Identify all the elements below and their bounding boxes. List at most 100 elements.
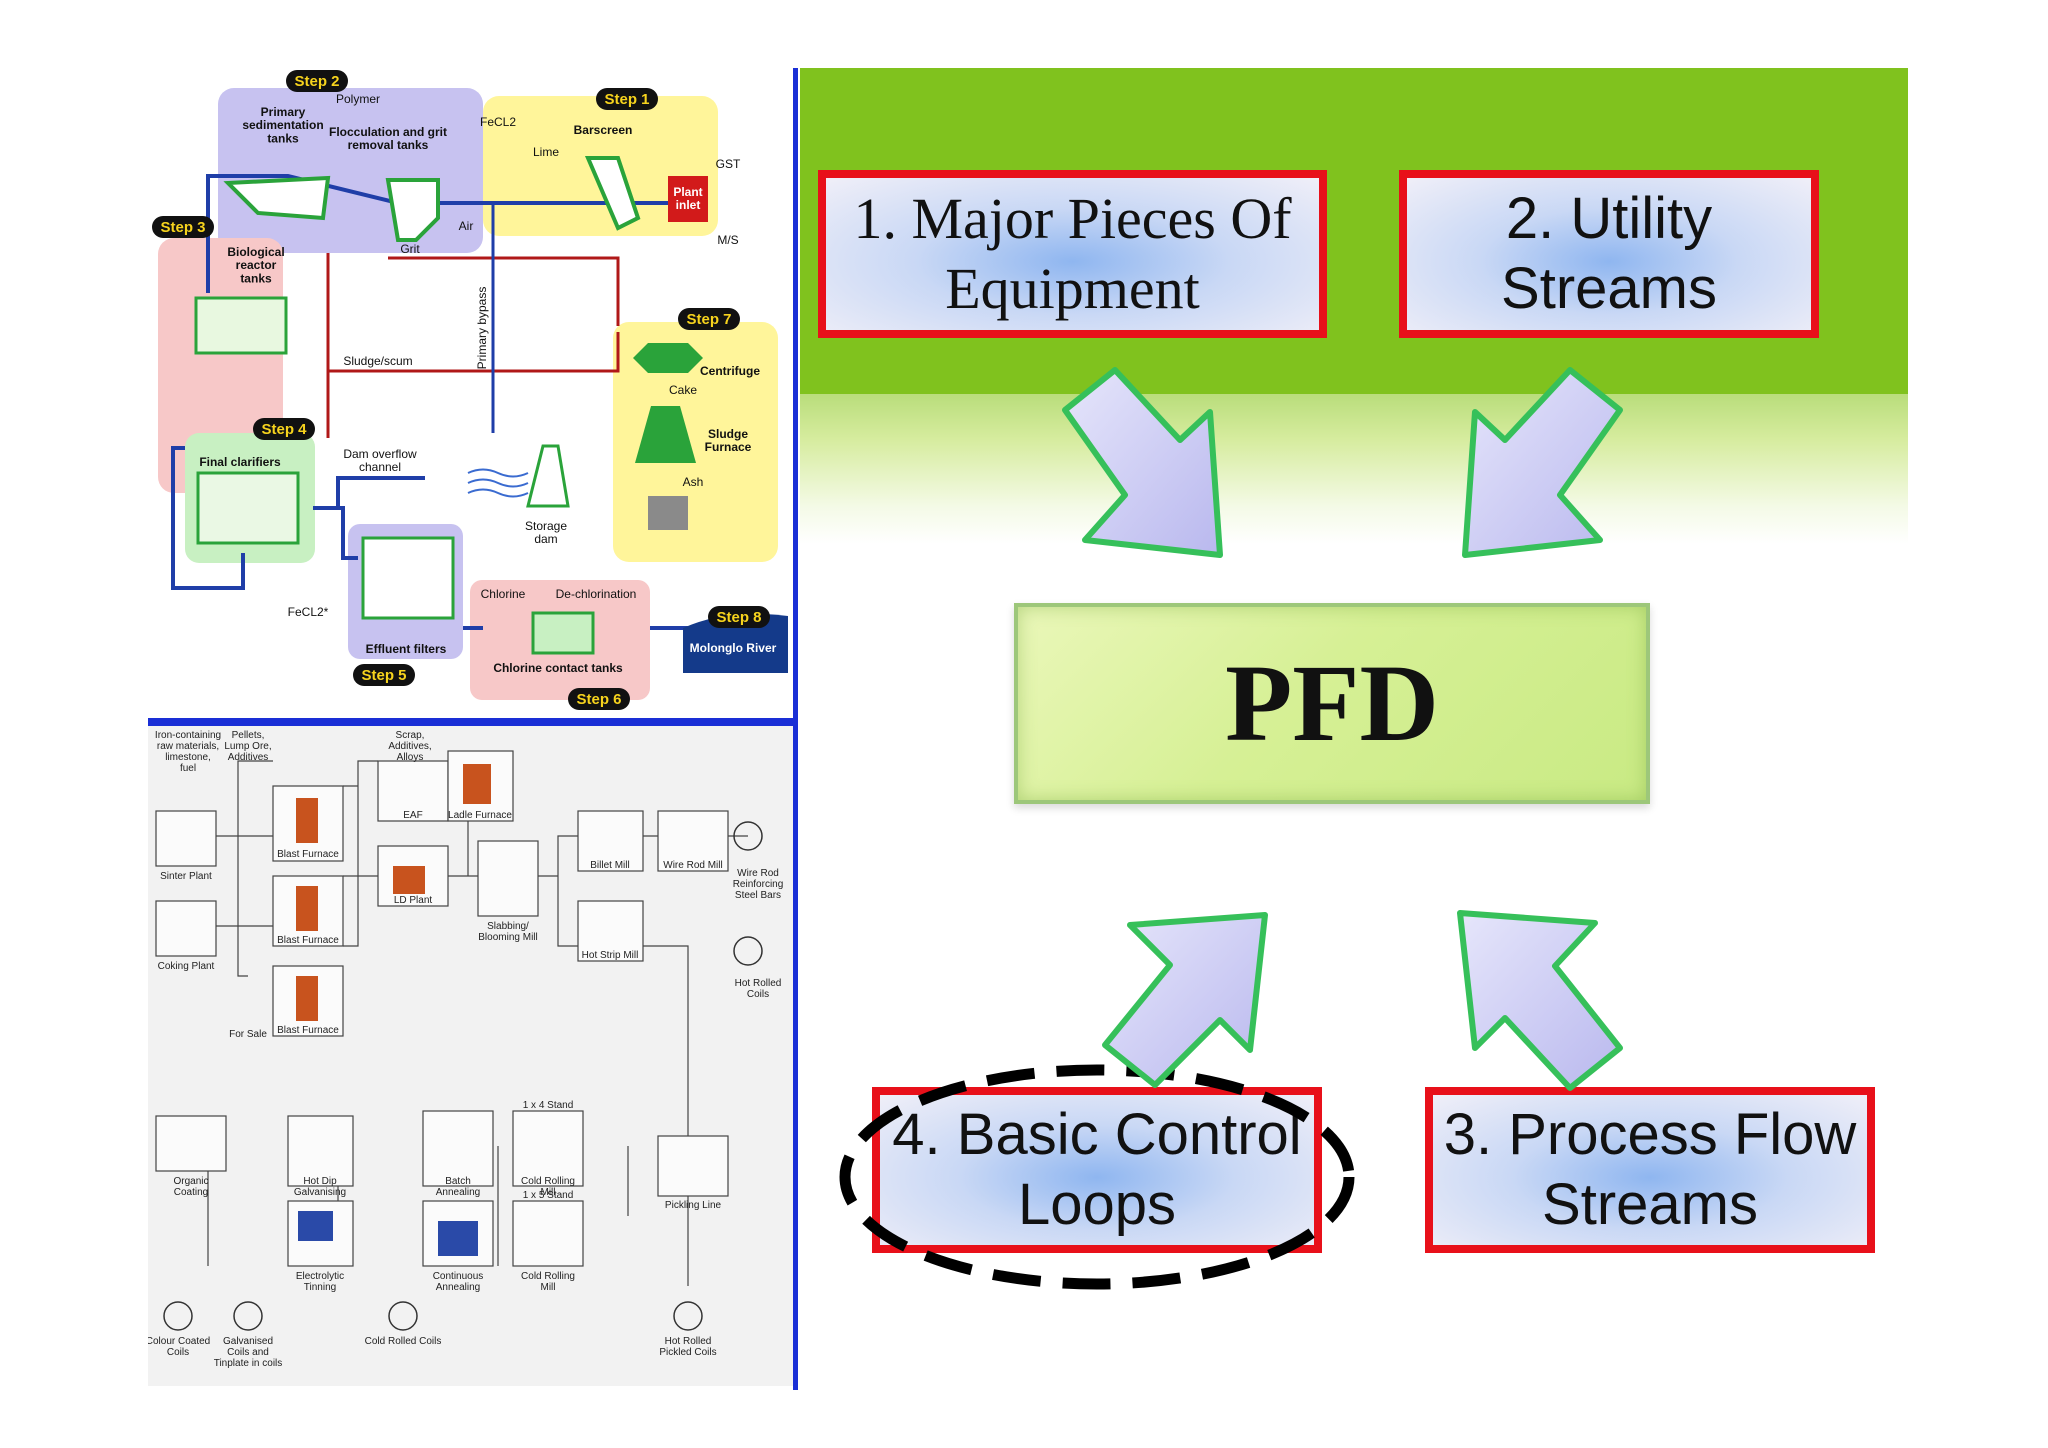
steel-label-blast2: Blast Furnace bbox=[277, 935, 339, 946]
dam-shape bbox=[526, 444, 570, 508]
overflow-pipe bbox=[336, 476, 425, 508]
left-diagram-panel: Step 2 Step 1 Step 3 Step 4 Step 5 Step … bbox=[148, 68, 798, 1390]
label-effluent-filters: Effluent filters bbox=[366, 642, 447, 656]
steel-label-pickling: Pickling Line bbox=[665, 1200, 722, 1211]
label-cake: Cake bbox=[669, 383, 697, 397]
steel-label-for-sale: For Sale bbox=[229, 1029, 267, 1040]
equipment-box: 1. Major Pieces Of Equipment bbox=[818, 170, 1327, 338]
green-fade-band bbox=[800, 394, 1908, 544]
grit-line bbox=[388, 256, 620, 326]
label-final-clarifiers: Final clarifiers bbox=[199, 455, 281, 469]
label-chlorine: Chlorine bbox=[481, 587, 526, 601]
label-ash: Ash bbox=[683, 475, 704, 489]
steel-label-hot-strip: Hot Strip Mill bbox=[582, 950, 639, 961]
steel-label-wire-rod: Wire Rod Mill bbox=[663, 860, 722, 871]
label-grit: Grit bbox=[400, 242, 420, 256]
arrow-equipment-to-pfd bbox=[1062, 367, 1223, 558]
water-waves bbox=[467, 468, 529, 498]
steel-label-blast3: Blast Furnace bbox=[277, 1025, 339, 1036]
river-shape bbox=[683, 613, 788, 673]
return-pipe bbox=[171, 446, 245, 590]
step7-badge: Step 7 bbox=[686, 311, 731, 328]
label-sludge-scum: Sludge/scum bbox=[343, 354, 412, 368]
steel-coil-icons bbox=[163, 821, 763, 1331]
steel-label-cold-coils: Cold Rolled Coils bbox=[365, 1336, 442, 1347]
pfd-box: PFD bbox=[1014, 603, 1650, 804]
step3-badge: Step 3 bbox=[160, 219, 205, 236]
label-fecl2-star: FeCL2* bbox=[288, 605, 329, 619]
arrow-process-to-pfd bbox=[1457, 910, 1623, 1091]
contact-tank-shape bbox=[531, 611, 595, 655]
step4-badge: Step 4 bbox=[261, 421, 307, 438]
steel-label-pellets: Pellets,Lump Ore,Additives bbox=[224, 730, 271, 763]
label-primary-bypass: Primary bypass bbox=[475, 287, 489, 370]
steel-line-icons bbox=[298, 1211, 478, 1256]
label-air: Air bbox=[459, 219, 474, 233]
step8-badge: Step 8 bbox=[716, 609, 761, 626]
steel-label-ld: LD Plant bbox=[394, 895, 433, 906]
control-loops-box: 4. Basic Control Loops bbox=[872, 1087, 1322, 1253]
control-loops-label: 4. Basic Control Loops bbox=[892, 1102, 1302, 1237]
steel-label-sinter: Sinter Plant bbox=[160, 871, 212, 882]
step6-badge: Step 6 bbox=[576, 691, 621, 708]
steel-label-blast1: Blast Furnace bbox=[277, 849, 339, 860]
effluent-filter-shape bbox=[361, 536, 455, 620]
barscreen-shape bbox=[584, 156, 641, 231]
label-river: Molonglo River bbox=[690, 641, 777, 655]
label-centrifuge: Centrifuge bbox=[700, 364, 760, 378]
wastewater-diagram: Step 2 Step 1 Step 3 Step 4 Step 5 Step … bbox=[152, 70, 788, 710]
steel-label-billet: Billet Mill bbox=[590, 860, 629, 871]
step1-badge: Step 1 bbox=[604, 91, 649, 108]
label-lime: Lime bbox=[533, 145, 559, 159]
label-polymer: Polymer bbox=[336, 92, 380, 106]
steel-furnace-icons bbox=[296, 764, 491, 1021]
label-chlorine-contact: Chlorine contact tanks bbox=[493, 661, 623, 675]
step2-zone bbox=[218, 88, 483, 253]
clarifier-shape bbox=[196, 471, 300, 545]
bio-reactor-shape bbox=[194, 296, 288, 355]
steel-label-scrap: Scrap,Additives,Alloys bbox=[388, 730, 431, 763]
utility-streams-label: 2. Utility Streams bbox=[1501, 186, 1717, 321]
truck-shape bbox=[648, 496, 688, 530]
centrifuge-shape bbox=[633, 343, 703, 373]
primary-tank-shape bbox=[223, 175, 331, 221]
process-flow-label: 3. Process Flow Streams bbox=[1443, 1102, 1857, 1237]
steel-label-coking: Coking Plant bbox=[158, 961, 215, 972]
floc-tank-shape bbox=[385, 178, 440, 242]
utility-streams-box: 2. Utility Streams bbox=[1399, 170, 1819, 338]
label-dechlorination: De-chlorination bbox=[556, 587, 637, 601]
process-flow-box: 3. Process Flow Streams bbox=[1425, 1087, 1875, 1253]
steel-label-ladle: Ladle Furnace bbox=[448, 810, 512, 821]
equipment-label: 1. Major Pieces Of Equipment bbox=[853, 186, 1292, 321]
left-panel-divider bbox=[148, 718, 798, 726]
steel-equipment-boxes bbox=[155, 750, 729, 1267]
step5-badge: Step 5 bbox=[361, 667, 406, 684]
steel-label-stand4: 1 x 4 Stand bbox=[523, 1100, 574, 1111]
clarifier-outlet bbox=[313, 506, 358, 560]
label-barscreen: Barscreen bbox=[574, 123, 633, 137]
steel-label-stand5: 1 x 5 Stand bbox=[523, 1190, 574, 1201]
label-fecl2: FeCL2 bbox=[480, 115, 516, 129]
highlight-ellipse bbox=[839, 1064, 1355, 1290]
main-flow-pipe bbox=[206, 174, 708, 293]
arrow-control-to-pfd bbox=[1102, 912, 1268, 1088]
label-mvs: M/S bbox=[717, 233, 738, 247]
